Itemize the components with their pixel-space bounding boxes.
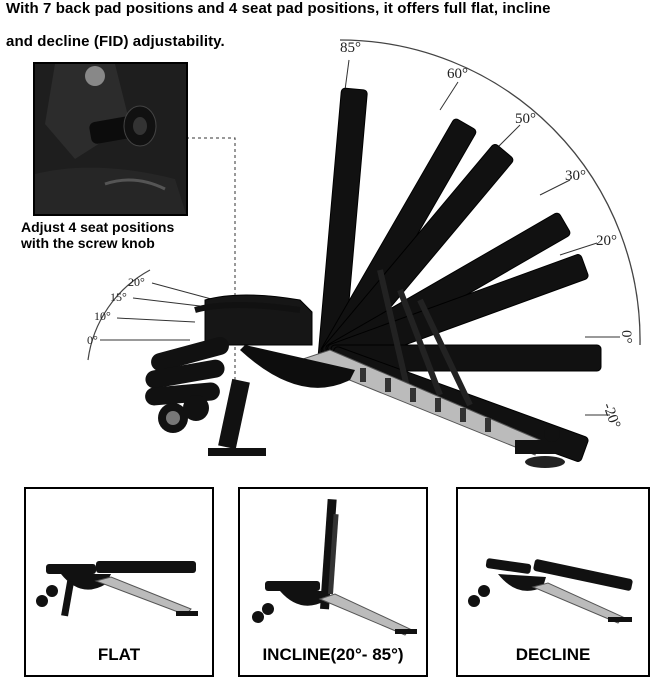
incline-panel: INCLINE(20°- 85°) <box>238 487 428 677</box>
seat-angle-arc <box>87 269 151 361</box>
incline-bench-photo <box>252 498 417 636</box>
flat-label: FLAT <box>97 645 141 664</box>
decline-label: DECLINE <box>515 645 591 664</box>
angle-label-85: 85° <box>340 40 361 56</box>
incline-label: INCLINE(20°- 85°) <box>262 645 404 664</box>
headline-line-1: With 7 back pad positions and 4 seat pad… <box>6 0 551 17</box>
screw-knob-inset <box>33 62 188 216</box>
angle-label-50: 50° <box>515 111 536 127</box>
decline-bench-photo <box>468 558 633 624</box>
angle-label-minus20: -20° <box>599 401 623 431</box>
angle-label-30: 30° <box>565 168 586 184</box>
decline-panel: DECLINE <box>456 487 650 677</box>
back-angle-arc <box>339 39 641 346</box>
angle-label-0: 0° <box>618 330 634 344</box>
flat-bench-photo <box>36 561 198 617</box>
seat-angle-label-10: 10° <box>94 309 111 323</box>
inset-caption-line-2: with the screw knob <box>21 235 155 251</box>
headline-line-2: and decline (FID) adjustability. <box>6 33 225 50</box>
flat-panel: FLAT <box>24 487 214 677</box>
angle-label-20: 20° <box>596 233 617 249</box>
bench-illustration: 85° 60° 50° 30° 20° 0° -20° 20° 15° 10° … <box>87 39 641 468</box>
angle-label-60: 60° <box>447 66 468 82</box>
seat-angle-label-15: 15° <box>110 290 127 304</box>
screw-knob-photo <box>35 64 186 214</box>
seat-angle-label-0: 0° <box>87 333 98 347</box>
inset-caption-line-1: Adjust 4 seat positions <box>21 219 175 235</box>
seat-angle-label-20: 20° <box>128 275 145 289</box>
inset-caption: Adjust 4 seat positions with the screw k… <box>21 219 174 251</box>
